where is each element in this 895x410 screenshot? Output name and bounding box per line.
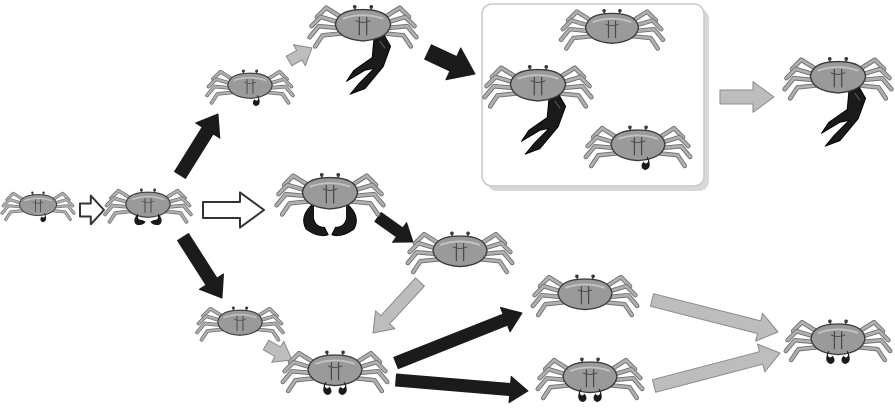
crab-eye bbox=[544, 65, 548, 69]
crab-ancestral bbox=[2, 192, 74, 222]
crab-upper-small bbox=[207, 70, 293, 106]
crab-eye bbox=[336, 173, 340, 177]
arrow-hub-to-upper-small bbox=[175, 114, 220, 178]
arrow-hub-to-lower-left bbox=[178, 234, 224, 299]
crab-eye bbox=[628, 126, 632, 130]
crab-eye bbox=[369, 5, 373, 9]
crab-eye bbox=[528, 65, 532, 69]
arrow-middle-symmetric-to-middle-right bbox=[375, 213, 413, 243]
crab-eye bbox=[153, 189, 156, 192]
crab-eye bbox=[844, 320, 848, 324]
arrow-middle-right-to-lower-center bbox=[373, 278, 424, 333]
arrow-box-to-far-right bbox=[720, 82, 774, 113]
crab-eye bbox=[325, 351, 329, 355]
crab-far-right-enlarged bbox=[785, 57, 892, 146]
crab-eye bbox=[450, 232, 454, 236]
crab-far-right-bottom bbox=[786, 320, 890, 364]
crab-eye bbox=[31, 192, 33, 194]
crab-eye bbox=[320, 173, 324, 177]
crab-eye bbox=[602, 9, 606, 13]
arrow-upper-enlarged-to-box bbox=[425, 45, 475, 80]
crab-eye bbox=[575, 275, 579, 279]
crab-lower-left bbox=[197, 307, 283, 340]
crab-eye bbox=[618, 9, 622, 13]
arrow-hub-to-middle-symmetric bbox=[203, 192, 264, 227]
crab-eye bbox=[245, 307, 248, 310]
crab-eye bbox=[591, 275, 595, 279]
crab-lower-right-bottom bbox=[538, 358, 642, 402]
crab-large-claw bbox=[346, 34, 390, 95]
crab-eye bbox=[353, 5, 357, 9]
crab-eye bbox=[828, 57, 832, 61]
crab-eye bbox=[42, 192, 44, 194]
arrow-lower-center-to-lower-right-top bbox=[394, 307, 522, 368]
crab-eye bbox=[341, 351, 345, 355]
crab-lower-center bbox=[283, 351, 387, 395]
crab-upper-enlarged bbox=[310, 5, 417, 94]
crab-eye bbox=[140, 189, 143, 192]
arrow-lower-right-bottom-to-far-right-bottom bbox=[652, 344, 780, 392]
arrow-upper-small-to-upper-enlarged bbox=[286, 45, 312, 66]
arrow-lower-right-top-to-far-right-bottom bbox=[650, 294, 778, 341]
crab-eye bbox=[466, 232, 470, 236]
arrow-lower-center-to-lower-right-bottom bbox=[396, 374, 529, 403]
crab-eye bbox=[828, 320, 832, 324]
crab-eye bbox=[644, 126, 648, 130]
crab-eye bbox=[580, 358, 584, 362]
crab-eye bbox=[255, 70, 258, 73]
crab-eye bbox=[596, 358, 600, 362]
arrow-ancestral-to-hub bbox=[80, 196, 104, 225]
crab-hub bbox=[105, 189, 191, 225]
crab-middle-right bbox=[408, 232, 512, 273]
crab-lower-right-top bbox=[533, 275, 637, 316]
crab-large-claw bbox=[821, 86, 865, 147]
crab-eye bbox=[232, 307, 235, 310]
arrow-lower-left-to-lower-center bbox=[263, 340, 292, 362]
crab-middle-symmetric bbox=[277, 173, 384, 236]
crab-eye bbox=[844, 57, 848, 61]
crab-eye bbox=[242, 70, 245, 73]
